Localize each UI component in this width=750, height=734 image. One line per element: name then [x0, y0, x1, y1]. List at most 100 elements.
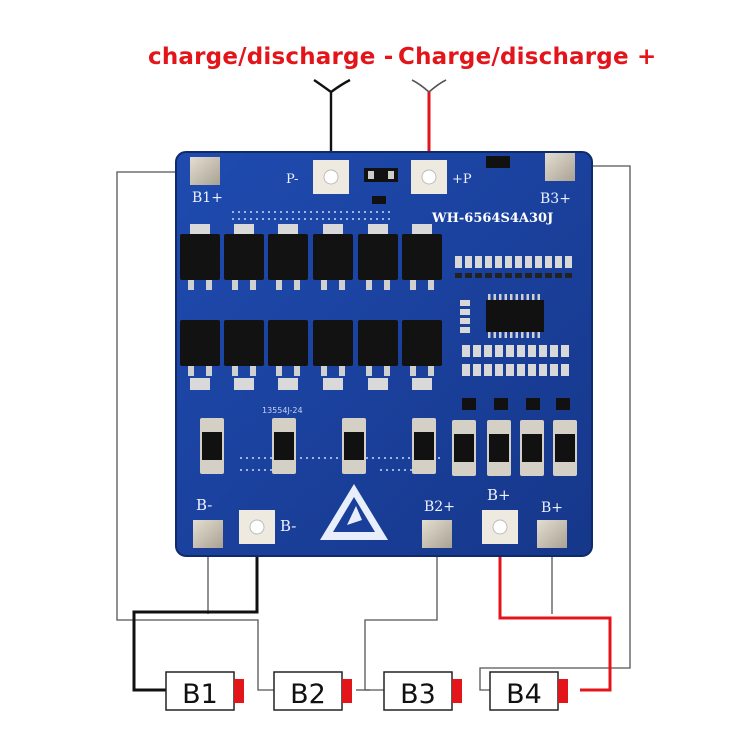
smd-part	[484, 345, 492, 357]
wire-b-minus-main	[132, 528, 259, 692]
resistor	[487, 420, 511, 476]
smd-part	[495, 256, 502, 268]
pad-b2-plus	[422, 520, 452, 548]
battery-terminal	[342, 679, 352, 703]
smd-part	[550, 364, 558, 376]
mosfet	[313, 320, 353, 390]
smd-part	[495, 364, 503, 376]
smd-part	[555, 273, 562, 278]
battery-pack: B1 B2 B3 B4	[165, 671, 568, 711]
pad-b-minus-main	[239, 510, 275, 544]
smd-part	[506, 364, 514, 376]
resistor	[412, 418, 436, 474]
wire-b2-plus	[364, 538, 438, 691]
battery-b2: B2	[273, 671, 352, 711]
smd-part	[515, 273, 522, 278]
smd-part	[528, 345, 536, 357]
smd-part	[462, 364, 470, 376]
mosfet	[268, 224, 308, 290]
transistor	[462, 398, 476, 410]
pad-p-plus	[411, 160, 447, 194]
transistor	[526, 398, 540, 410]
smd-part	[561, 345, 569, 357]
resistor	[342, 418, 366, 474]
wire-b3-plus	[479, 165, 631, 691]
pad-b3-plus	[545, 153, 575, 181]
mosfet	[402, 224, 442, 290]
battery-b3: B3	[383, 671, 462, 711]
mosfet	[180, 320, 220, 390]
smd-part	[473, 345, 481, 357]
smd-part	[460, 318, 470, 324]
protection-ic	[486, 294, 544, 338]
battery-label: B3	[400, 679, 436, 710]
mosfet	[313, 224, 353, 290]
smd-part	[485, 273, 492, 278]
pad-label-b-plus-left: B+	[487, 486, 511, 504]
smd-part	[505, 256, 512, 268]
smd-part	[460, 309, 470, 315]
smd-part	[473, 364, 481, 376]
resistor	[520, 420, 544, 476]
transistor	[556, 398, 570, 410]
smd-part	[465, 273, 472, 278]
pad-label-b2-plus: B2+	[424, 499, 455, 515]
smd-part	[517, 364, 525, 376]
wire-b1-plus	[116, 171, 274, 691]
smd-part	[545, 273, 552, 278]
mosfet	[358, 320, 398, 390]
pad-b-minus-left	[193, 520, 223, 548]
smd-part	[565, 256, 572, 268]
pad-b1-plus	[190, 157, 220, 185]
pad-p-minus	[313, 160, 349, 194]
pad-label-b1-plus: B1+	[192, 190, 223, 206]
wire-b-plus-main	[498, 528, 612, 692]
smd-part	[525, 273, 532, 278]
mosfet	[224, 224, 264, 290]
pad-label-p-minus: P-	[286, 172, 298, 187]
smd-part	[525, 256, 532, 268]
smd-part	[475, 256, 482, 268]
mosfet-array	[180, 224, 442, 390]
battery-label: B4	[506, 679, 542, 710]
pad-label-b-minus-left: B-	[196, 496, 212, 514]
small-components	[455, 256, 572, 410]
transistor	[494, 398, 508, 410]
smd-part	[495, 345, 503, 357]
battery-b1: B1	[165, 671, 244, 711]
battery-terminal	[234, 679, 244, 703]
smd-part	[455, 273, 462, 278]
smd-part	[505, 273, 512, 278]
pad-label-p-plus: +P	[452, 172, 472, 187]
board-sub-code: 13554J-24	[262, 406, 303, 415]
resistor	[200, 418, 224, 474]
smd-part	[561, 364, 569, 376]
smd-part	[539, 345, 547, 357]
charge-discharge-negative-label: charge/discharge -	[148, 44, 394, 70]
smd-part	[455, 256, 462, 268]
mosfet	[268, 320, 308, 390]
resistor	[553, 420, 577, 476]
battery-b4: B4	[489, 671, 568, 711]
smd-part	[528, 364, 536, 376]
pad-b-plus-main	[482, 510, 518, 544]
mosfet	[358, 224, 398, 290]
smd-part	[555, 256, 562, 268]
pad-label-b-plus-right: B+	[541, 500, 563, 516]
smd-part	[535, 256, 542, 268]
battery-terminal	[452, 679, 462, 703]
smd-part	[550, 345, 558, 357]
esd-warning-icon	[320, 484, 388, 540]
smd-part	[484, 364, 492, 376]
charge-discharge-positive-label: Charge/discharge +	[398, 44, 657, 70]
smd-part	[460, 300, 470, 306]
smd-part	[485, 256, 492, 268]
resistor	[272, 418, 296, 474]
mosfet	[402, 320, 442, 390]
resistor	[452, 420, 476, 476]
mosfet	[224, 320, 264, 390]
smd-part	[465, 256, 472, 268]
smd-part	[515, 256, 522, 268]
battery-label: B2	[290, 679, 326, 710]
